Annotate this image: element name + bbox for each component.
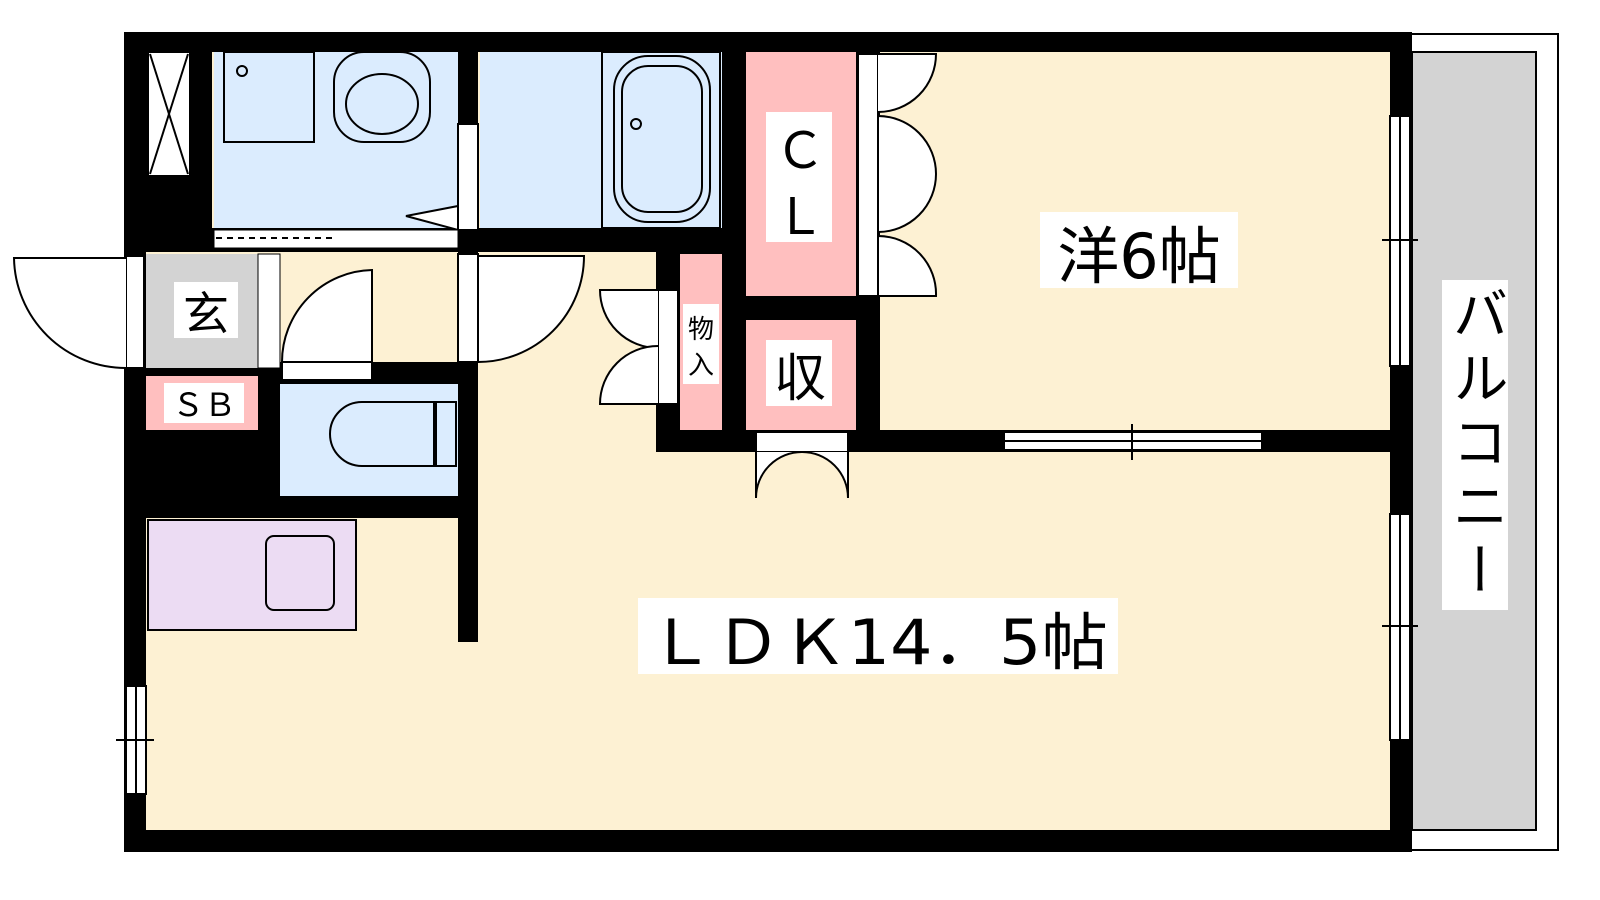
bath-door[interactable] bbox=[457, 123, 479, 231]
bathtub bbox=[601, 51, 721, 229]
storage-doors[interactable] bbox=[755, 431, 849, 499]
door-swing bbox=[405, 204, 459, 232]
basin-icon bbox=[345, 73, 419, 135]
washroom bbox=[214, 52, 458, 228]
bathtub-outer bbox=[613, 55, 711, 223]
window-western[interactable] bbox=[1382, 115, 1418, 367]
shaft-x-icon bbox=[147, 51, 191, 177]
ldk-label: ＬＤＫ14．5帖 bbox=[648, 606, 1108, 679]
washing-machine-pan bbox=[223, 51, 315, 143]
toilet-door-swing[interactable] bbox=[280, 268, 373, 363]
drain-icon bbox=[236, 65, 248, 77]
kitchen-counter bbox=[147, 519, 357, 631]
closet-doors[interactable] bbox=[857, 53, 938, 297]
toilet-room bbox=[280, 384, 458, 496]
tub-drain-icon bbox=[630, 118, 642, 130]
balcony-label-box: バルコニー bbox=[1442, 280, 1508, 610]
storage-label: 収 bbox=[774, 349, 826, 409]
western-room-label: 洋6帖 bbox=[1057, 220, 1220, 293]
storeroom-doors[interactable] bbox=[598, 289, 679, 405]
shoe-box-label: ＳＢ bbox=[172, 386, 236, 424]
entrance-label: 玄 bbox=[183, 287, 229, 341]
sink bbox=[333, 51, 431, 143]
storeroom-label-1: 物 bbox=[688, 315, 714, 345]
stove-icon bbox=[265, 535, 335, 611]
window-kitchen[interactable] bbox=[116, 685, 154, 795]
closet-label-2: Ｌ bbox=[775, 188, 825, 246]
closet-label-1: Ｃ bbox=[775, 122, 825, 180]
bathtub-inner bbox=[621, 65, 703, 213]
toilet-icon bbox=[329, 401, 435, 467]
hall-door[interactable] bbox=[477, 255, 586, 364]
window-ldk[interactable] bbox=[1382, 513, 1418, 741]
entrance-door[interactable] bbox=[12, 255, 145, 369]
balcony-label: バルコニー bbox=[1443, 285, 1508, 605]
storeroom-label-2: 入 bbox=[688, 351, 714, 381]
balcony bbox=[1409, 33, 1559, 851]
wash-sliding-door[interactable] bbox=[213, 229, 459, 249]
